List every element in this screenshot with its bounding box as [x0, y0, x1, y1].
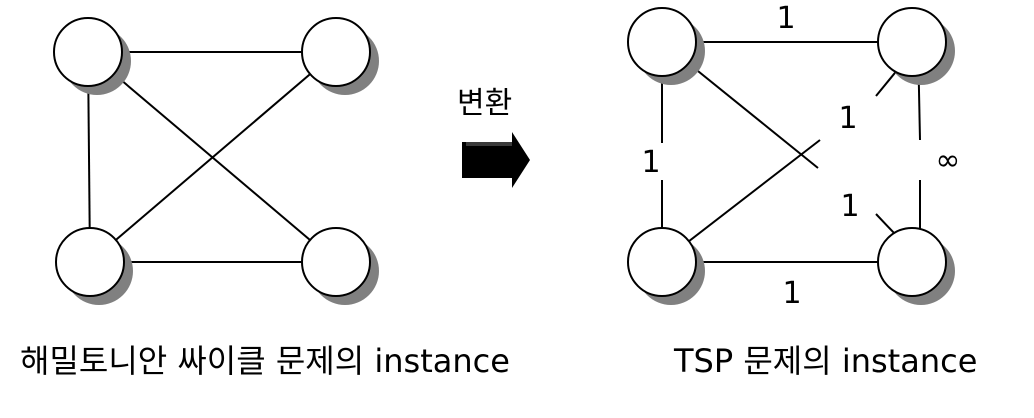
left-node-top-right: [301, 17, 379, 95]
right-node-top-left: [627, 7, 705, 85]
transform-label: 변환: [457, 86, 512, 121]
transform-arrow-group: 변환: [457, 86, 530, 188]
right-arrow-icon: [462, 132, 530, 188]
left-node-top-left: [53, 17, 131, 95]
weight-bottom: 1: [782, 276, 801, 311]
right-caption: TSP 문제의 instance: [673, 342, 977, 380]
left-edge-diagonal-2: [89, 51, 337, 263]
right-node-bottom-right: [877, 227, 955, 305]
weight-left: 1: [641, 145, 660, 180]
left-graph: 해밀토니안 싸이클 문제의 instance: [20, 17, 510, 380]
left-node-bottom-right: [301, 227, 379, 305]
left-caption: 해밀토니안 싸이클 문제의 instance: [20, 342, 510, 380]
weight-top: 1: [776, 1, 795, 36]
right-node-bottom-left: [627, 227, 705, 305]
right-node-top-right: [877, 7, 955, 85]
weight-right-infinity: ∞: [936, 143, 961, 178]
right-graph: 1 1 1 1 1 ∞ TSP 문제의 instance: [627, 1, 977, 380]
weight-diagonal-2: 1: [838, 101, 857, 136]
left-node-bottom-left: [55, 227, 133, 305]
weight-diagonal-1: 1: [840, 189, 859, 224]
arrow-highlight: [466, 142, 512, 146]
